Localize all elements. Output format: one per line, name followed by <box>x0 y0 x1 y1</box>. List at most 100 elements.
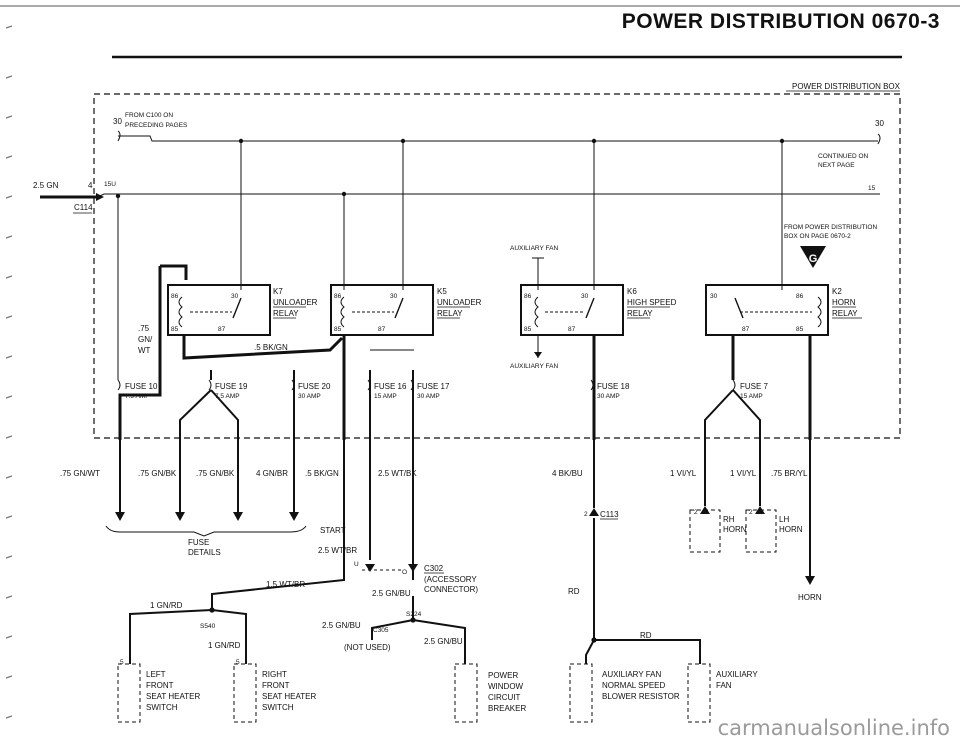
svg-text:FRONT: FRONT <box>146 681 174 690</box>
pin-2a: 2 <box>584 511 588 518</box>
svg-text:LEFT: LEFT <box>146 670 166 679</box>
fuse-7-rating: 15 AMP <box>740 393 763 400</box>
svg-text:POWER: POWER <box>488 671 518 680</box>
svg-text:AUXILIARY FAN: AUXILIARY FAN <box>602 670 662 679</box>
aux-resistor-box <box>569 663 593 723</box>
g-marker <box>800 246 826 268</box>
c302: C302 <box>424 564 444 573</box>
svg-text:K7: K7 <box>273 287 283 296</box>
svg-text:86: 86 <box>524 293 532 300</box>
c302-a: (ACCESSORY <box>424 575 477 584</box>
power-window-box <box>454 663 478 723</box>
box-harness <box>118 264 812 440</box>
connector-c114: C114 <box>74 203 93 212</box>
svg-text:85: 85 <box>524 326 532 333</box>
pdb-title: POWER DISTRIBUTION BOX <box>792 82 901 91</box>
pin-2c: 2 <box>749 509 753 516</box>
svg-text:AUXILIARY: AUXILIARY <box>716 670 758 679</box>
svg-text:RELAY: RELAY <box>437 309 463 318</box>
bus-junctions <box>115 138 785 199</box>
w-gnbk1: .75 GN/BK <box>138 469 177 478</box>
wire-25gn: 2.5 GN <box>33 181 59 190</box>
pin-4: 4 <box>88 181 93 190</box>
bus-15 <box>40 193 880 197</box>
fuse-details-1: FUSE <box>188 538 209 547</box>
svg-text:FRONT: FRONT <box>262 681 290 690</box>
svg-text:BREAKER: BREAKER <box>488 704 526 713</box>
s224: S224 <box>406 611 422 618</box>
from-pdb-1: FROM POWER DISTRIBUTION <box>784 224 877 231</box>
aux-fan-bottom: AUXILIARY FAN <box>510 363 558 370</box>
w-75bryl: .75 BR/YL <box>771 469 808 478</box>
svg-text:CIRCUIT: CIRCUIT <box>488 693 521 702</box>
fuse-drops <box>179 370 761 440</box>
w-left: .75 GN/WT <box>60 469 100 478</box>
power-distribution-box <box>93 93 901 439</box>
svg-text:85: 85 <box>171 326 179 333</box>
g-marker-label: G <box>809 253 818 265</box>
svg-text:86: 86 <box>796 293 804 300</box>
w-1viyl1: 1 VI/YL <box>670 469 697 478</box>
w-25wtbk: 2.5 WT/BK <box>378 469 417 478</box>
w-1gnrd: 1 GN/RD <box>150 601 183 610</box>
relay-k2: 30 86 87 85 K2 HORN RELAY <box>705 284 862 336</box>
svg-text:87: 87 <box>568 326 576 333</box>
svg-text:HORN: HORN <box>832 298 856 307</box>
fuse-18-rating: 30 AMP <box>597 393 620 400</box>
svg-text:RIGHT: RIGHT <box>262 670 287 679</box>
from-c100: FROM C100 ON <box>125 112 173 119</box>
fuse-16: FUSE 16 <box>374 382 407 391</box>
lh-horn-box <box>745 509 777 553</box>
svg-text:RELAY: RELAY <box>627 309 653 318</box>
svg-text:RELAY: RELAY <box>832 309 858 318</box>
svg-text:K2: K2 <box>832 287 842 296</box>
pin-u: U <box>354 561 359 568</box>
fuse-10-rating: 7.5 AMP <box>125 393 150 400</box>
term30-right: 30 <box>875 119 884 128</box>
svg-text:86: 86 <box>334 293 342 300</box>
w-15wtbr: 1.5 WT/BR <box>266 580 305 589</box>
fuse-19: FUSE 19 <box>215 382 248 391</box>
margin-ticks <box>5 25 13 719</box>
c302-b: CONNECTOR) <box>424 585 478 594</box>
rh-horn-box <box>689 509 721 553</box>
pin-2b: 2 <box>694 509 698 516</box>
svg-text:30: 30 <box>390 293 398 300</box>
fuse-17-rating: 30 AMP <box>417 393 440 400</box>
fuse-20: FUSE 20 <box>298 382 331 391</box>
fuse-details-2: DETAILS <box>188 548 221 557</box>
term15u: 15U <box>104 181 116 188</box>
w-rd1: RD <box>568 587 580 596</box>
w-1viyl2: 1 VI/YL <box>730 469 757 478</box>
svg-text:SEAT HEATER: SEAT HEATER <box>146 692 200 701</box>
output-wires <box>119 440 811 664</box>
svg-text:K6: K6 <box>627 287 637 296</box>
rh-horn-1: RH <box>723 515 735 524</box>
fuse-10: FUSE 10 <box>125 382 158 391</box>
fuse-7: FUSE 7 <box>740 382 769 391</box>
relay-k7: 86 30 85 87 K7 UNLOADER RELAY <box>167 284 318 336</box>
rh-horn-2: HORN <box>723 525 747 534</box>
relay-k6: 86 30 85 87 K6 HIGH SPEED RELAY <box>520 284 677 336</box>
w-4bkbu: 4 BK/BU <box>552 469 583 478</box>
page-title: POWER DISTRIBUTION 0670-3 <box>621 10 940 33</box>
svg-text:30: 30 <box>231 293 239 300</box>
svg-text:87: 87 <box>218 326 226 333</box>
watermark: carmanualsonline.info <box>717 716 950 740</box>
lh-horn-1: LH <box>779 515 789 524</box>
svg-text:SEAT HEATER: SEAT HEATER <box>262 692 316 701</box>
svg-text:UNLOADER: UNLOADER <box>273 298 318 307</box>
w-start: START <box>320 526 346 535</box>
svg-text:30: 30 <box>581 293 589 300</box>
s540: S540 <box>200 623 216 630</box>
fuse-19-rating: 7.5 AMP <box>215 393 240 400</box>
aux-fan-top: AUXILIARY FAN <box>510 245 558 252</box>
svg-text:85: 85 <box>796 326 804 333</box>
fuse-18: FUSE 18 <box>597 382 630 391</box>
c305: C305 <box>373 627 389 634</box>
svg-text:RELAY: RELAY <box>273 309 299 318</box>
fuse-16-rating: 15 AMP <box>374 393 397 400</box>
w-25wtbr: 2.5 WT/BR <box>318 546 357 555</box>
horn-label: HORN <box>798 593 822 602</box>
